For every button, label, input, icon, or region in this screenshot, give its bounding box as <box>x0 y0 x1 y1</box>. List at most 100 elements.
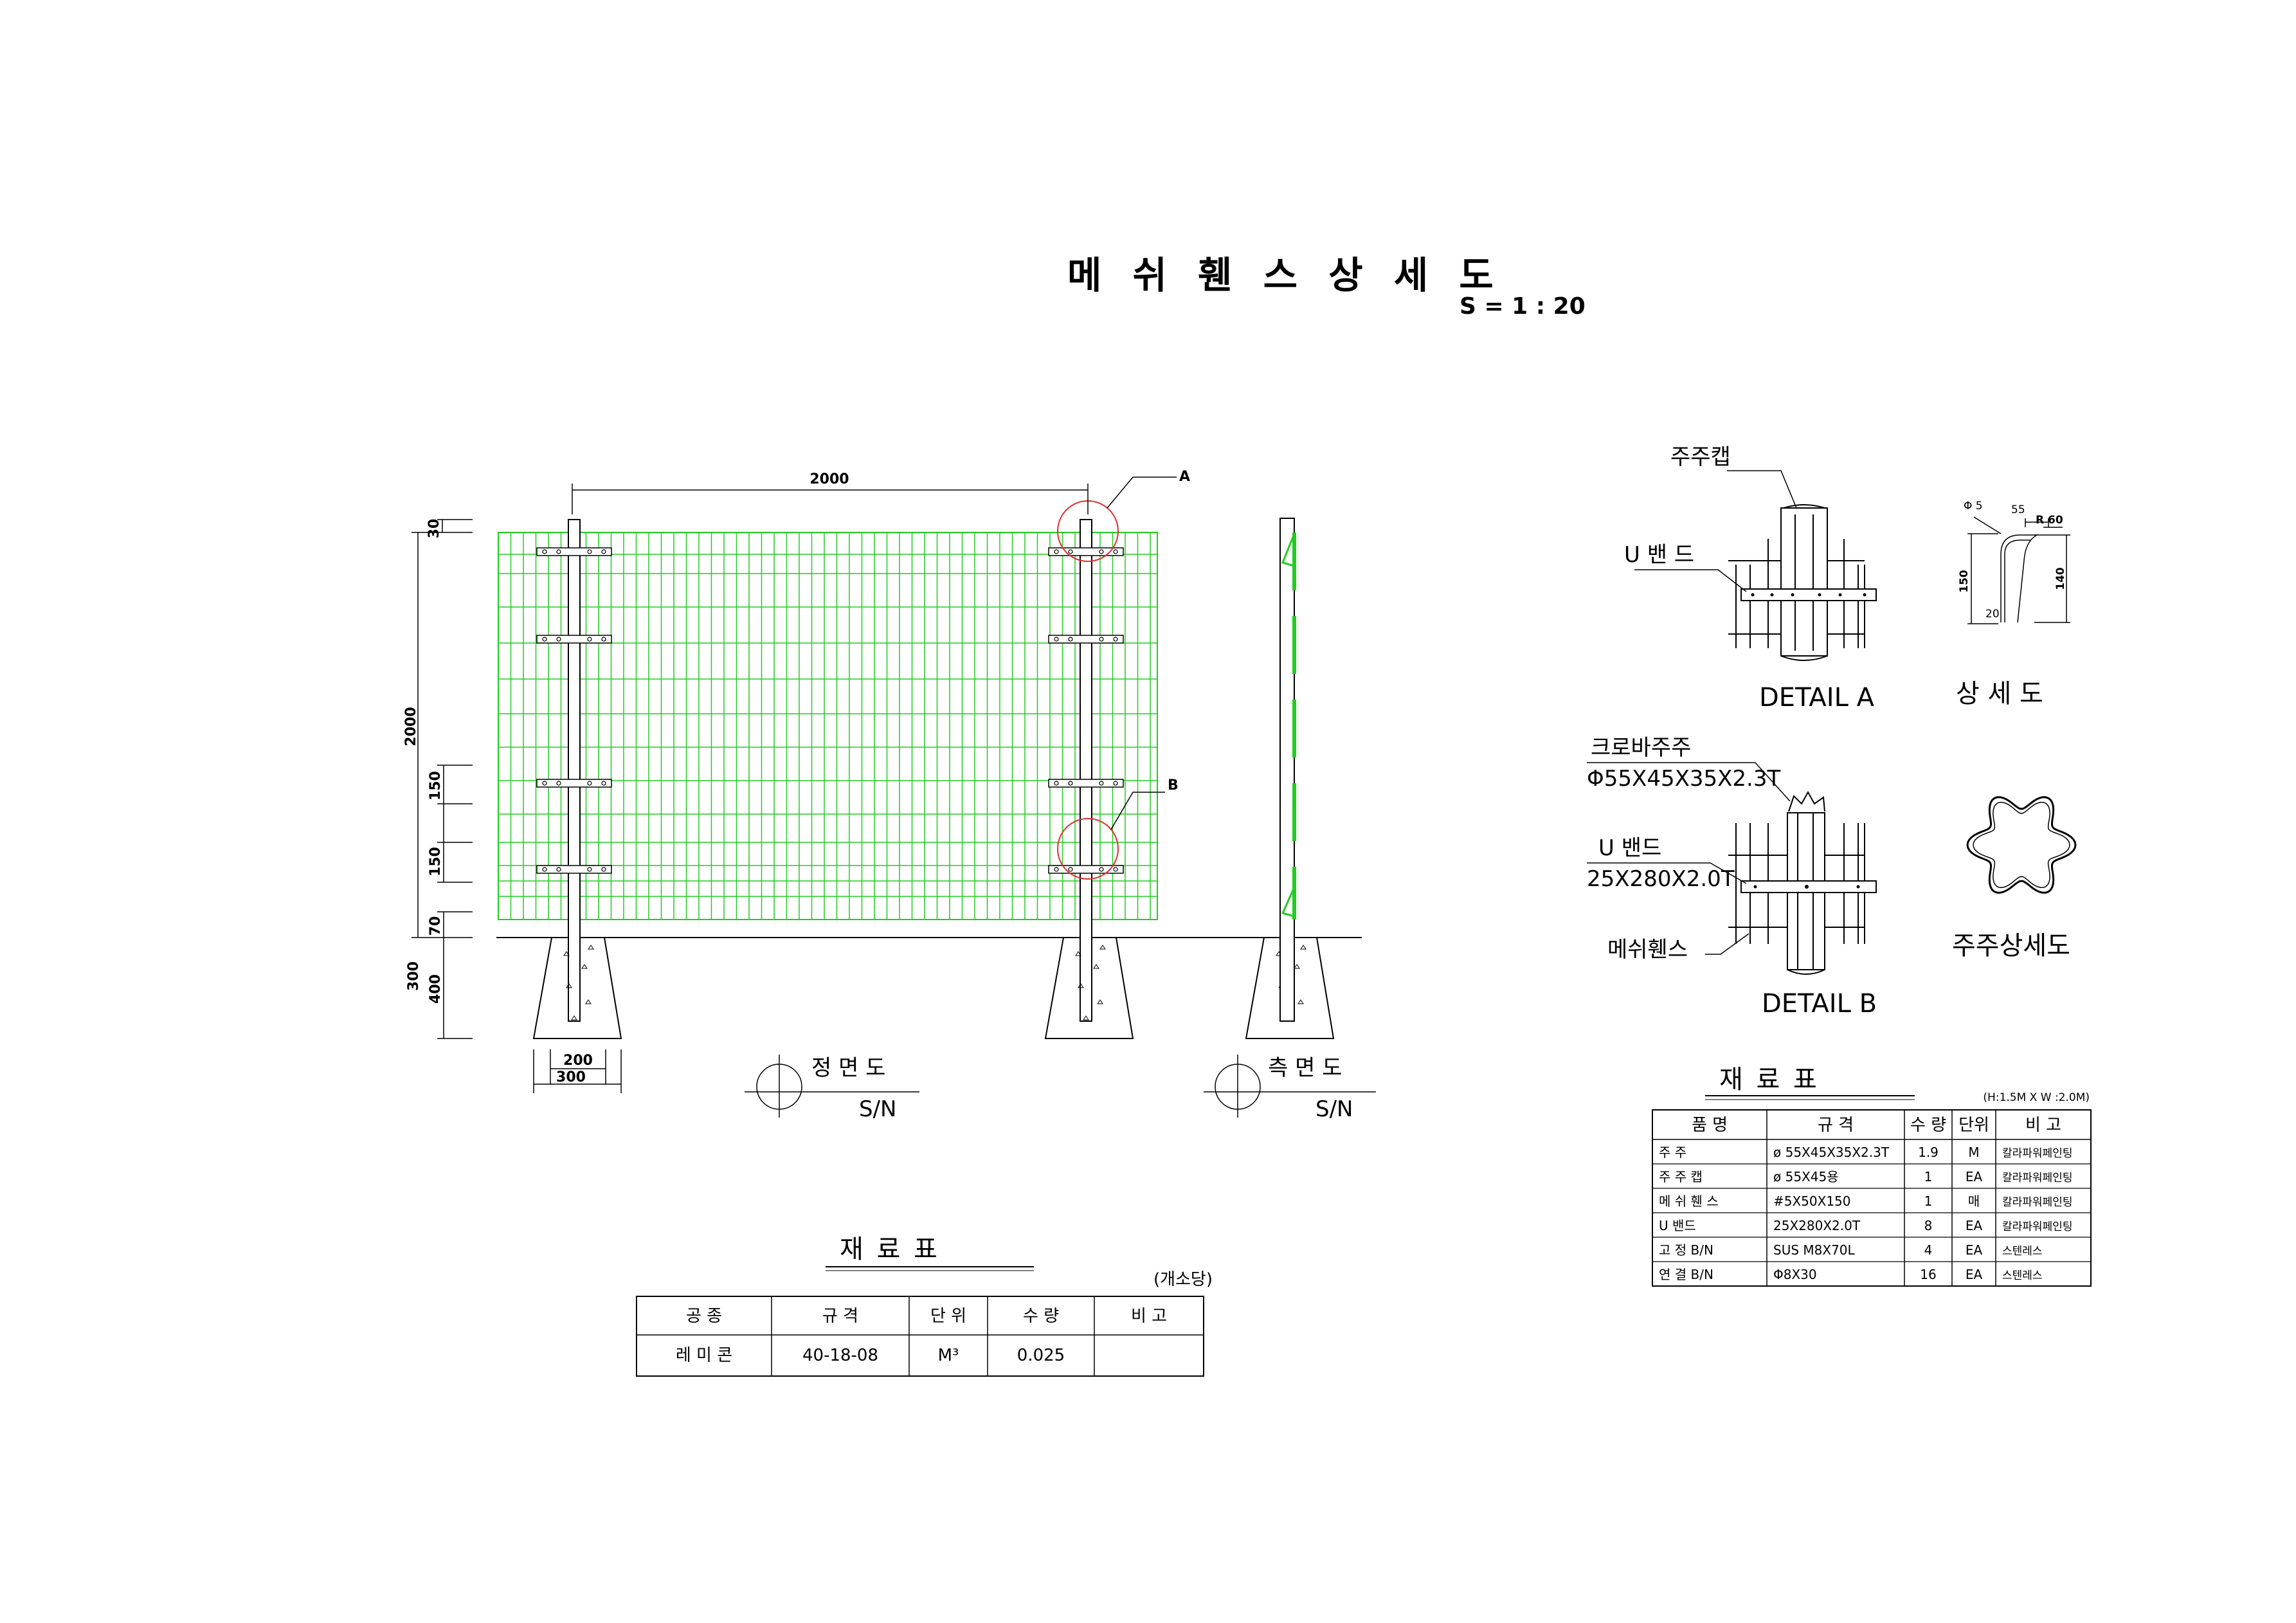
table-header-cell: 비 고 <box>2025 1116 2061 1135</box>
table-cell: EA <box>1966 1242 1983 1258</box>
dim-70: 70 <box>428 916 444 936</box>
table-cell: #5X50X150 <box>1773 1193 1851 1209</box>
table-header-cell: 품 명 <box>1692 1116 1728 1135</box>
table-cell: 고 정 B/N <box>1659 1242 1713 1258</box>
u-band <box>536 547 612 556</box>
front-view-sublabel: S/N <box>859 1096 896 1122</box>
table-cell: 매 <box>1968 1193 1980 1209</box>
dim-30: 30 <box>426 519 442 539</box>
u-band <box>1048 779 1124 788</box>
dim-300: 300 <box>406 961 422 991</box>
table-header-cell: 수 량 <box>1023 1307 1059 1326</box>
table-cell: ø 55X45X35X2.3T <box>1773 1145 1890 1160</box>
table-cell: 1.9 <box>1918 1145 1939 1160</box>
material-table-left: 재 료 표 (개소당) 공 종 규 격 단 위 수 량 비 고레 미 콘 40-18-08… <box>636 1235 1213 1377</box>
detail-a-label: DETAIL A <box>1759 683 1875 712</box>
table-cell: 주 주 캡 <box>1659 1169 1703 1184</box>
detail-b-callout-post: 크로바주주 <box>1591 735 1691 761</box>
table-cell: 16 <box>1920 1267 1936 1282</box>
side-view-sublabel: S/N <box>1315 1096 1353 1122</box>
table-cell: M³ <box>938 1346 959 1365</box>
detail-b: 크로바주주 Φ55X45X35X2.3T U 밴드 25X280X2.0T 메쉬… <box>1587 735 1877 1019</box>
front-view-label: 정 면 도 <box>811 1055 885 1081</box>
front-view: A B 2000 30 2000 150 150 70 300 <box>403 469 1362 1122</box>
table-cell: U 밴드 <box>1659 1218 1696 1233</box>
table-cell: 칼라파워페인팅 <box>2002 1147 2072 1160</box>
detail-b-callout-band-spec: 25X280X2.0T <box>1587 866 1735 892</box>
table-cell: 1 <box>1924 1193 1933 1209</box>
detail-a: 주주캡 U 밴 드 DETAIL A <box>1624 444 1877 712</box>
table-cell: EA <box>1966 1169 1983 1184</box>
left-table-title: 재 료 표 <box>840 1235 940 1264</box>
table-cell: 8 <box>1924 1218 1933 1233</box>
dim-2000: 2000 <box>403 707 419 746</box>
detail-b-callout-post-spec: Φ55X45X35X2.3T <box>1587 766 1781 792</box>
dim-150-b: 150 <box>428 847 444 876</box>
post-left <box>568 519 581 1022</box>
table-header-cell: 단 위 <box>930 1307 966 1326</box>
u-band <box>536 635 612 644</box>
table-header-cell: 비 고 <box>1131 1307 1167 1326</box>
table-cell: 0.025 <box>1017 1346 1065 1365</box>
table-cell: 40-18-08 <box>802 1346 878 1365</box>
table-header-cell: 규 격 <box>822 1307 858 1326</box>
table-cell: 25X280X2.0T <box>1773 1218 1861 1233</box>
u-band <box>1048 635 1124 644</box>
detail-b-callout-mesh: 메쉬휀스 <box>1607 937 1688 963</box>
post-section-label: 주주상세도 <box>1952 931 2070 961</box>
detail-a-callout-cap: 주주캡 <box>1670 444 1731 470</box>
table-header-cell: 수 량 <box>1910 1116 1946 1135</box>
u-band-detail-label: 상 세 도 <box>1956 679 2043 709</box>
u-bands <box>536 547 1306 1020</box>
table-cell: 4 <box>1924 1242 1933 1258</box>
u-band <box>536 865 612 874</box>
right-table-title: 재 료 표 <box>1719 1065 1820 1094</box>
dim-150-a: 150 <box>428 771 444 801</box>
detail-b-label: DETAIL B <box>1762 989 1877 1019</box>
table-cell: SUS M8X70L <box>1773 1242 1856 1258</box>
side-footing <box>1245 937 1335 1039</box>
u-band-dim-r60: R 60 <box>2036 514 2063 527</box>
base-dim-300: 300 <box>556 1069 586 1085</box>
table-cell: 메 쉬 휀 스 <box>1659 1193 1719 1209</box>
drawing-title: 메 쉬 휀 스 상 세 도 <box>1067 253 1503 297</box>
table-cell: EA <box>1966 1267 1983 1282</box>
u-band-dim-phi: Φ 5 <box>1964 500 1983 512</box>
table-cell: 스텐레스 <box>2002 1245 2043 1258</box>
post-section-outline <box>1966 796 2077 894</box>
u-band-detail: Φ 5 55 R 60 150 140 20 상 세 도 <box>1956 500 2070 709</box>
table-cell: 레 미 콘 <box>676 1346 732 1365</box>
side-post <box>1279 518 1295 1022</box>
callout-b-label: B <box>1168 777 1179 793</box>
table-cell: M <box>1968 1145 1979 1160</box>
detail-b-callout-band: U 밴드 <box>1598 835 1661 861</box>
side-view-label: 측 면 도 <box>1268 1055 1342 1081</box>
u-band-dim-20: 20 <box>1985 608 2000 621</box>
table-cell: 칼라파워페인팅 <box>2002 1172 2072 1184</box>
dim-400: 400 <box>428 974 444 1004</box>
right-table-note: (H:1.5M X W :2.0M) <box>1983 1091 2090 1104</box>
base-dim-200: 200 <box>563 1053 593 1069</box>
post-section: 주주상세도 <box>1952 796 2077 961</box>
footing-left <box>532 937 622 1039</box>
post-right <box>1080 519 1092 1022</box>
detail-a-callout-band: U 밴 드 <box>1624 542 1694 568</box>
drawing-scale: S = 1 : 20 <box>1460 293 1586 320</box>
table-cell: 칼라파워페인팅 <box>2002 1220 2072 1233</box>
callout-a-label: A <box>1179 469 1190 485</box>
side-view: 측 면 도 S/N <box>1204 518 1376 1122</box>
mesh-panel <box>498 532 1158 920</box>
table-header-cell: 단위 <box>1958 1116 1989 1135</box>
u-band-dim-55: 55 <box>2011 503 2025 516</box>
table-header-cell: 공 종 <box>686 1307 722 1326</box>
table-cell: ø 55X45용 <box>1773 1169 1839 1184</box>
table-cell: EA <box>1966 1218 1983 1233</box>
left-table-grid: 공 종 규 격 단 위 수 량 비 고레 미 콘 40-18-08 M³ 0.025 <box>636 1296 1204 1377</box>
u-band-dim-150: 150 <box>1958 570 1971 593</box>
table-cell: 1 <box>1924 1169 1933 1184</box>
left-table-note: (개소당) <box>1153 1270 1213 1289</box>
table-cell: Φ8X30 <box>1773 1267 1817 1282</box>
